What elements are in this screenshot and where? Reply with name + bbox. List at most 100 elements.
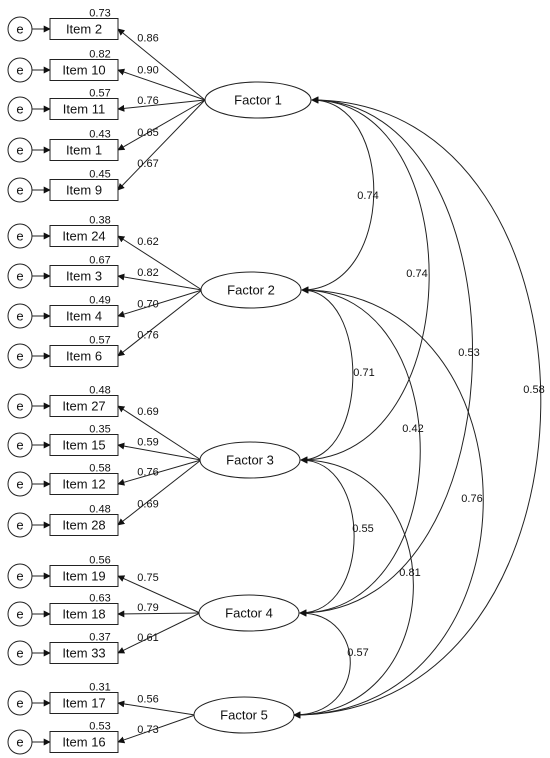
item-label: Item 1 <box>66 143 102 158</box>
loading-arrow <box>117 714 196 744</box>
item-label: Item 12 <box>62 477 105 492</box>
correlation-value: 0.42 <box>402 423 423 435</box>
error-term-circle <box>7 96 33 122</box>
item-r2-value: 0.35 <box>89 424 110 436</box>
loading-value: 0.75 <box>137 572 158 584</box>
loading-arrow <box>117 405 202 461</box>
error-term-circle <box>7 432 33 458</box>
item-label: Item 3 <box>66 269 102 284</box>
error-term-circle <box>7 393 33 419</box>
error-term-circle <box>7 471 33 497</box>
item-label: Item 2 <box>66 22 102 37</box>
error-term-circle <box>7 512 33 538</box>
item-label: Item 19 <box>62 569 105 584</box>
loading-value: 0.62 <box>137 236 158 248</box>
error-term-label: e <box>16 63 23 78</box>
loading-value: 0.56 <box>137 694 158 706</box>
item-box <box>49 345 119 367</box>
correlation-arc-f1-f3 <box>300 96 430 464</box>
loading-value: 0.76 <box>137 467 158 479</box>
item-label: Item 24 <box>62 229 105 244</box>
correlation-arc-f2-f5 <box>293 286 484 719</box>
loading-arrow <box>117 289 203 357</box>
loading-arrow <box>117 459 202 526</box>
loading-arrow <box>117 442 202 461</box>
loading-value: 0.69 <box>137 499 158 511</box>
loading-arrow <box>117 610 201 618</box>
correlation-value: 0.76 <box>461 493 482 505</box>
error-term-label: e <box>16 269 23 284</box>
factor-label: Factor 4 <box>225 606 273 621</box>
item-box <box>49 642 119 664</box>
item-r2-value: 0.38 <box>89 215 110 227</box>
loading-value: 0.90 <box>137 65 158 77</box>
correlation-arc-f2-f3 <box>300 286 354 464</box>
error-term-label: e <box>16 349 23 364</box>
item-r2-value: 0.63 <box>89 593 110 605</box>
loading-value: 0.79 <box>137 602 158 614</box>
item-label: Item 16 <box>62 735 105 750</box>
loading-arrow <box>117 700 196 716</box>
correlation-arc-f1-f2 <box>301 96 375 294</box>
factor-ellipse-f2 <box>200 271 302 309</box>
error-term-label: e <box>16 229 23 244</box>
item-label: Item 28 <box>62 518 105 533</box>
correlation-arc-f4-f5 <box>293 609 351 719</box>
item-box <box>49 305 119 327</box>
loading-value: 0.61 <box>137 632 158 644</box>
error-term-circle <box>7 16 33 42</box>
item-box <box>49 731 119 753</box>
item-r2-value: 0.73 <box>89 8 110 20</box>
loading-value: 0.70 <box>137 298 158 310</box>
item-box <box>49 59 119 81</box>
loading-value: 0.76 <box>137 329 158 341</box>
item-r2-value: 0.53 <box>89 721 110 733</box>
item-r2-value: 0.82 <box>89 49 110 61</box>
error-term-circle <box>7 690 33 716</box>
error-term-circle <box>7 563 33 589</box>
item-box <box>49 139 119 161</box>
loading-arrow <box>117 289 203 318</box>
correlation-arc-f1-f5 <box>293 96 542 719</box>
error-term-label: e <box>16 569 23 584</box>
item-box <box>49 265 119 287</box>
item-box <box>49 434 119 456</box>
item-label: Item 18 <box>62 607 105 622</box>
loading-arrow <box>117 575 201 614</box>
item-r2-value: 0.58 <box>89 463 110 475</box>
correlation-value: 0.74 <box>406 268 427 280</box>
error-term-circle <box>7 223 33 249</box>
item-box <box>49 692 119 714</box>
error-term-label: e <box>16 646 23 661</box>
item-box <box>49 565 119 587</box>
error-term-circle <box>7 729 33 755</box>
error-term-circle <box>7 263 33 289</box>
item-r2-value: 0.56 <box>89 555 110 567</box>
error-term-circle <box>7 57 33 83</box>
correlation-arc-f3-f4 <box>299 456 355 617</box>
loading-value: 0.59 <box>137 436 158 448</box>
error-term-label: e <box>16 102 23 117</box>
item-box <box>49 98 119 120</box>
error-term-label: e <box>16 735 23 750</box>
error-term-circle <box>7 137 33 163</box>
correlation-value: 0.55 <box>352 523 373 535</box>
error-term-label: e <box>16 399 23 414</box>
item-r2-value: 0.31 <box>89 682 110 694</box>
item-box <box>49 395 119 417</box>
loading-value: 0.86 <box>137 33 158 45</box>
error-term-circle <box>7 343 33 369</box>
loading-arrow <box>117 459 202 486</box>
item-r2-value: 0.49 <box>89 295 110 307</box>
correlation-arc-f1-f4 <box>299 96 473 617</box>
item-label: Item 11 <box>63 102 105 117</box>
correlation-value: 0.53 <box>458 347 479 359</box>
item-r2-value: 0.67 <box>89 255 110 267</box>
item-r2-value: 0.37 <box>89 632 110 644</box>
correlation-arc-f2-f4 <box>299 286 421 617</box>
factor-ellipse-f1 <box>204 81 312 119</box>
item-r2-value: 0.48 <box>89 504 110 516</box>
error-term-circle <box>7 177 33 203</box>
loading-value: 0.69 <box>137 406 158 418</box>
loading-arrow <box>117 99 206 112</box>
